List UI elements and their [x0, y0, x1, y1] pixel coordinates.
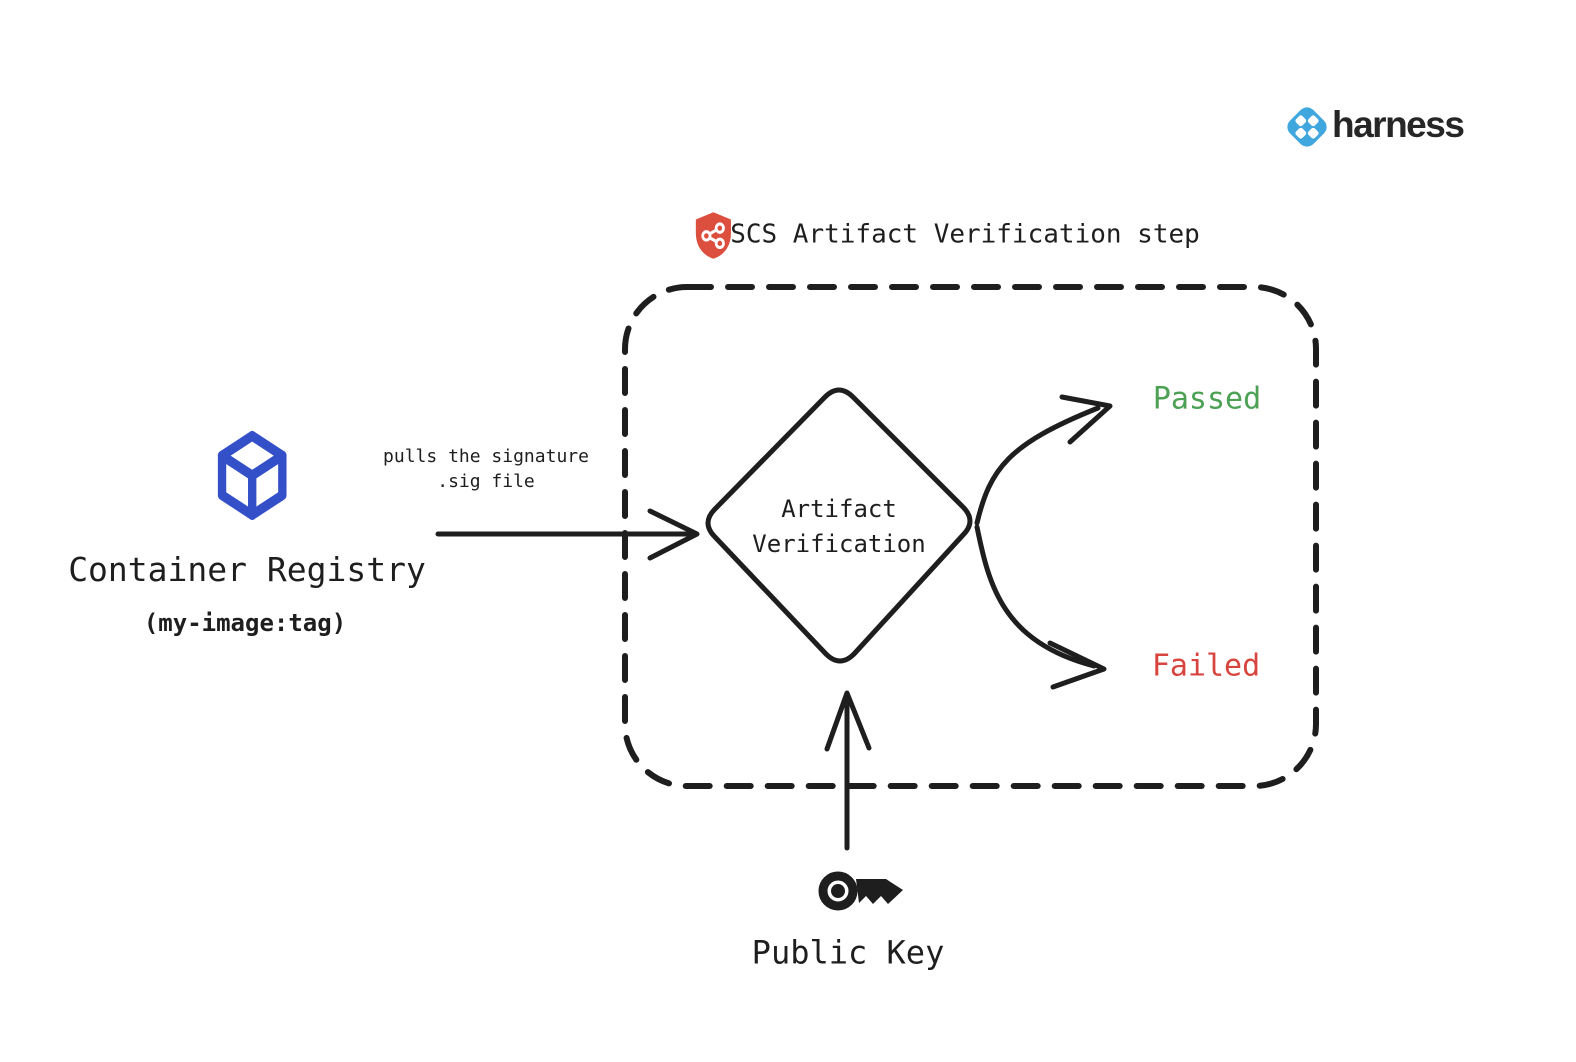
container-registry-title: Container Registry [68, 549, 426, 589]
decision-label-line1: Artifact [781, 494, 897, 523]
pull-signature-arrow [435, 508, 700, 561]
failed-arrow [974, 524, 1107, 690]
passed-outcome-label: Passed [1152, 381, 1262, 417]
decision-label-line2: Verification [752, 529, 926, 558]
container-cube-icon [217, 430, 287, 520]
public-key-label: Public Key [751, 933, 945, 972]
failed-outcome-label: Failed [1151, 648, 1261, 684]
key-icon [818, 871, 903, 911]
pull-arrow-label-line2: .sig file [437, 471, 535, 493]
public-key-arrow [824, 690, 872, 851]
shield-graph-icon [695, 212, 731, 259]
decision-diamond [705, 387, 973, 664]
harness-logo-icon [1287, 107, 1327, 147]
passed-arrow [974, 394, 1113, 526]
harness-wordmark: harness [1332, 104, 1465, 146]
pull-arrow-label-line1: pulls the signature [383, 446, 589, 468]
container-registry-image-tag: (my-image:tag) [143, 608, 347, 637]
step-title: SCS Artifact Verification step [730, 219, 1200, 250]
